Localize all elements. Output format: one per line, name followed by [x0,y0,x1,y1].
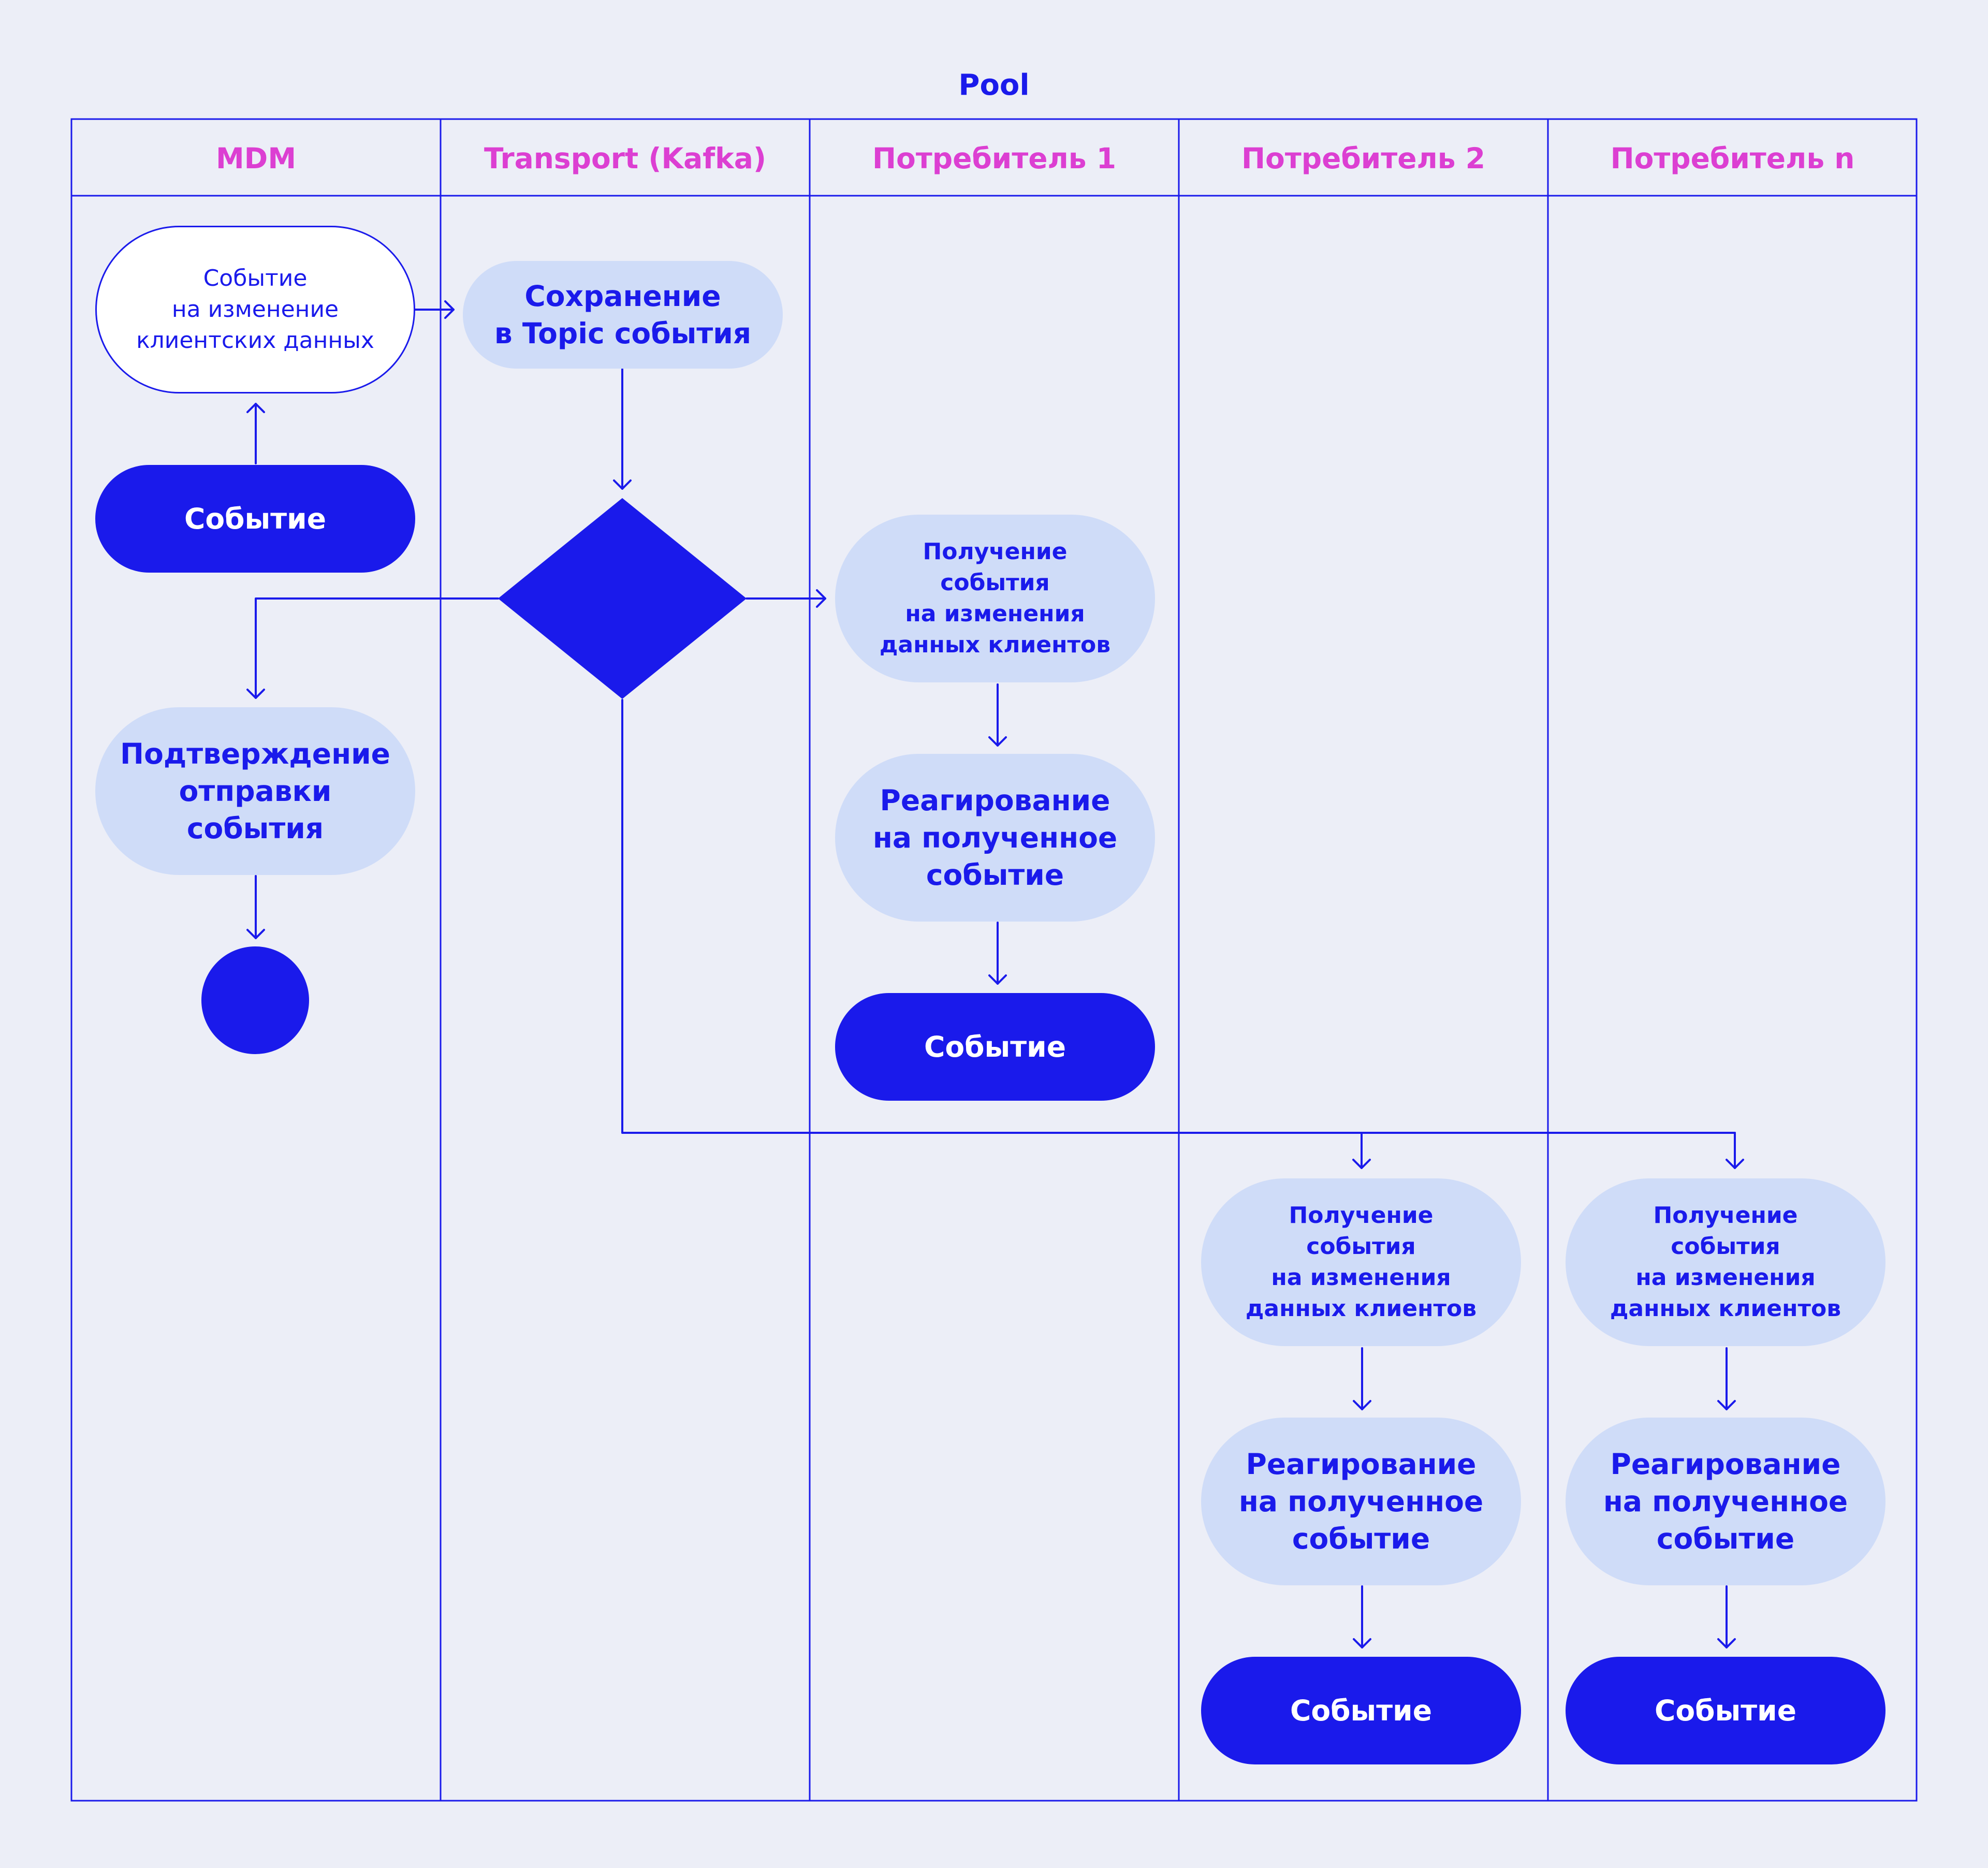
c2-react-node: Реагирование на полученное событие [1201,1418,1521,1585]
arrowhead-down [1353,1638,1371,1648]
cn-event-node: Событие [1566,1657,1885,1764]
mdm-change-event-node: Событие на изменение клиентских данных [95,226,415,393]
arrowhead-down [988,736,1007,747]
cn-receive-node: Получение события на изменения данных кл… [1566,1178,1885,1346]
pool-frame [70,118,1918,1802]
arrowhead-right [444,300,455,319]
mdm-start-event-node: Событие [95,465,415,573]
lane-title-transport: Transport (Kafka) [484,142,766,175]
c2-receive-node: Получение события на изменения данных кл… [1201,1178,1521,1346]
arrowhead-down [246,929,265,939]
cn-react-node: Реагирование на полученное событие [1566,1418,1885,1585]
arrowhead-down [1717,1638,1736,1648]
arrowhead-down [1353,1400,1371,1410]
arrowhead-down [613,479,632,490]
end-event-circle [201,946,309,1054]
lane-title-mdm: MDM [215,142,297,175]
c1-event-node: Событие [835,993,1155,1101]
lane-title-consumer-n: Потребитель n [1610,142,1855,175]
pool-title: Pool [958,68,1030,102]
arrowhead-down [1352,1159,1371,1169]
kafka-save-topic-node: Сохранение в Topic события [463,261,783,369]
lane-title-consumer-1: Потребитель 1 [872,142,1116,175]
c2-event-node: Событие [1201,1657,1521,1764]
connector-decision-to-c2-cn [621,699,1736,1134]
arrowhead-right [816,589,826,608]
arrowhead-down [1726,1159,1744,1169]
c1-react-node: Реагирование на полученное событие [835,754,1155,922]
mdm-confirmation-node: Подтверждение отправки события [95,707,415,875]
decision-gateway [498,498,747,699]
arrowhead-down [246,689,265,699]
arrowhead-down [1717,1400,1736,1410]
lane-title-consumer-2: Потребитель 2 [1241,142,1485,175]
arrowhead-up [246,403,265,413]
c1-receive-node: Получение события на изменения данных кл… [835,515,1155,682]
connector-decision-to-confirmation [255,597,499,699]
arrowhead-down [988,974,1007,985]
